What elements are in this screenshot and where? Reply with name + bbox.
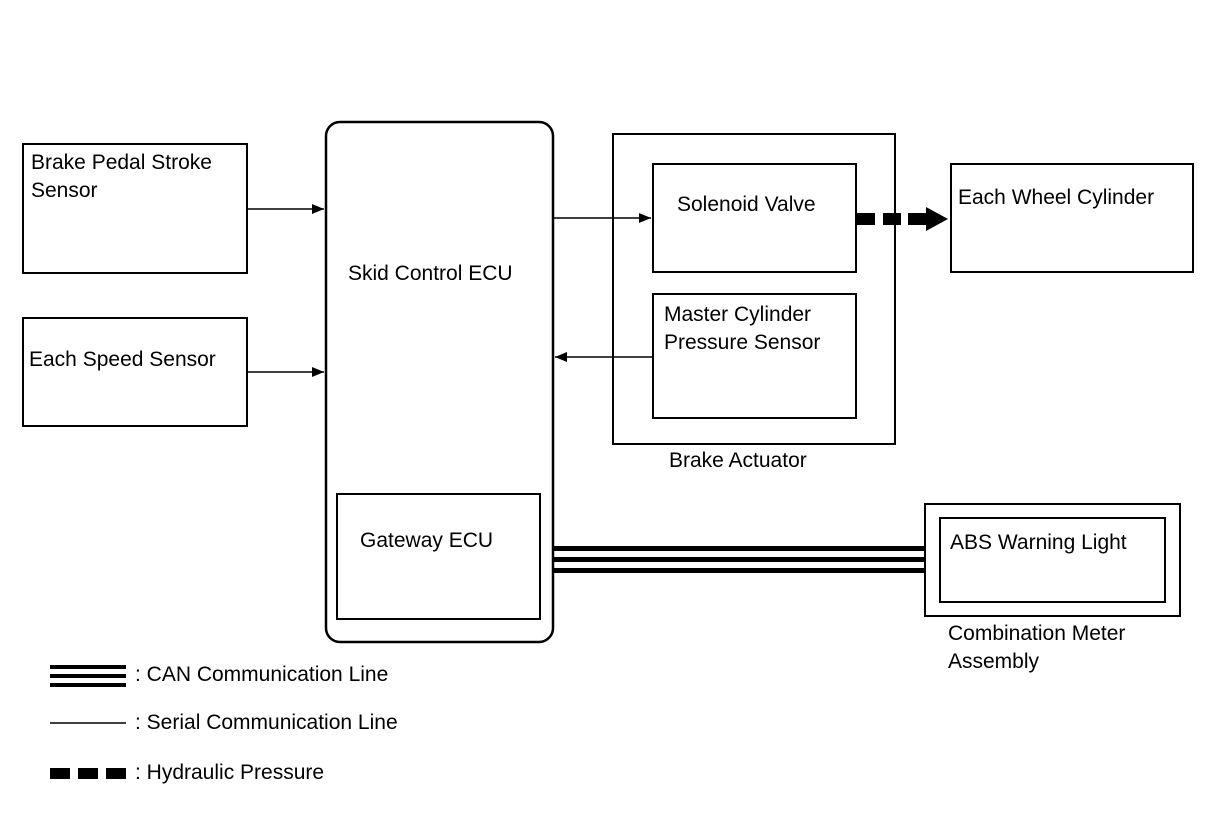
brake-pedal-stroke-sensor-label-1: Brake Pedal Stroke bbox=[31, 151, 212, 174]
brake-pedal-stroke-sensor-label-2: Sensor bbox=[31, 179, 98, 202]
each-speed-sensor-label: Each Speed Sensor bbox=[29, 348, 216, 371]
legend-can-symbol bbox=[50, 665, 126, 687]
brake-actuator-box bbox=[612, 133, 896, 445]
legend-hydraulic-symbol bbox=[50, 768, 126, 779]
hydraulic-line-solenoid-to-wheel bbox=[857, 207, 948, 231]
skid-control-ecu-box bbox=[324, 120, 555, 644]
solenoid-valve-label: Solenoid Valve bbox=[677, 193, 816, 216]
can-line-gateway-to-meter bbox=[553, 546, 925, 573]
each-wheel-cylinder-box bbox=[950, 163, 1194, 273]
solenoid-valve-box bbox=[652, 163, 857, 273]
master-cylinder-label-1: Master Cylinder bbox=[664, 303, 812, 326]
legend-hydraulic-label: : Hydraulic Pressure bbox=[135, 761, 325, 784]
combination-meter-label-1: Combination Meter bbox=[948, 622, 1126, 645]
combination-meter-label-2: Assembly bbox=[948, 650, 1040, 673]
master-cylinder-label-2: Pressure Sensor bbox=[664, 331, 821, 354]
master-cylinder-pressure-sensor-box bbox=[652, 293, 857, 419]
legend-can-label: : CAN Communication Line bbox=[135, 663, 389, 686]
combination-meter-assembly-box bbox=[924, 503, 1181, 617]
gateway-ecu-box bbox=[336, 493, 541, 620]
abs-warning-light-label: ABS Warning Light bbox=[950, 531, 1127, 554]
legend-serial-label: : Serial Communication Line bbox=[135, 711, 398, 734]
gateway-ecu-label: Gateway ECU bbox=[360, 529, 494, 552]
skid-control-ecu-label: Skid Control ECU bbox=[348, 262, 513, 285]
abs-warning-light-box bbox=[939, 517, 1166, 603]
brake-actuator-label: Brake Actuator bbox=[669, 449, 807, 472]
each-wheel-cylinder-label: Each Wheel Cylinder bbox=[958, 186, 1155, 209]
